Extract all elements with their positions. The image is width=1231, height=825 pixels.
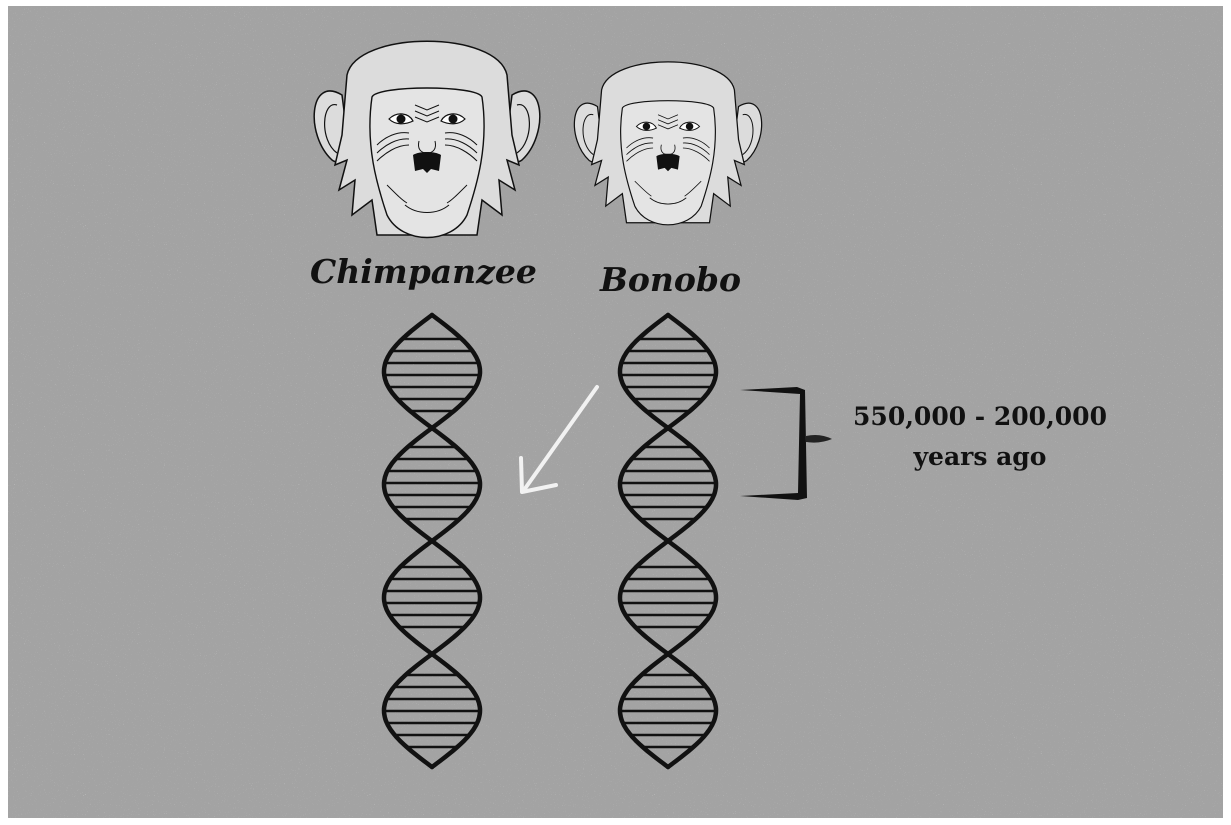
divergence-time-label: 550,000 - 200,000 years ago <box>846 397 1114 477</box>
divergence-unit: years ago <box>846 437 1114 477</box>
chimpanzee-label: Chimpanzee <box>310 252 537 291</box>
divergence-range: 550,000 - 200,000 <box>846 397 1114 437</box>
bonobo-label: Bonobo <box>600 260 741 299</box>
